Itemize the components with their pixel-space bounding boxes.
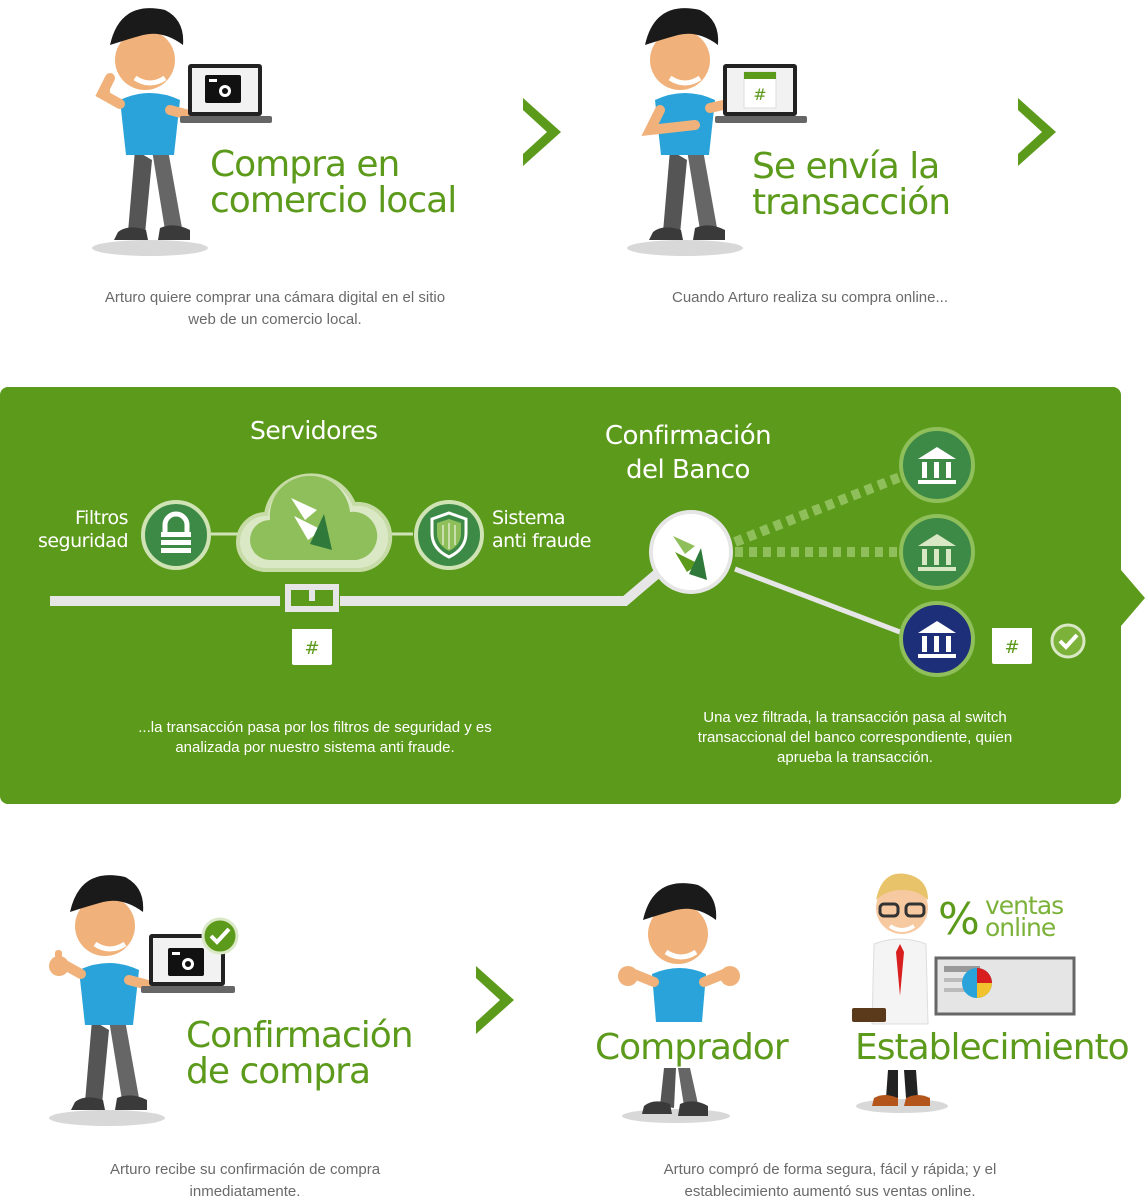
process-caption-right: Una vez filtrada, la transacción pasa al…: [697, 709, 1013, 766]
step2-title: Se envía la transacción: [752, 146, 951, 223]
panel-arrow-icon: [1121, 570, 1145, 626]
sales-chart-board: [934, 956, 1076, 1016]
padlock-icon: [141, 500, 211, 570]
arturo-with-laptop-illustration: [92, 8, 272, 256]
sales-online-label: ventas online: [985, 891, 1064, 942]
antifraud-label: Sistema anti fraude: [492, 507, 591, 552]
cloud-icon: [236, 473, 393, 572]
hash-document-icon: #: [292, 621, 332, 665]
step2-caption: Cuando Arturo realiza su compra online..…: [672, 289, 948, 306]
camera-icon: [205, 75, 241, 103]
bank-icon-selected: [899, 601, 975, 677]
pie-chart-icon: [962, 968, 992, 998]
process-diagram: [50, 472, 902, 635]
svg-text:#: #: [753, 85, 766, 104]
merchant-label: Establecimiento: [855, 1027, 1130, 1068]
next-arrow-icon: [523, 98, 561, 166]
shield-icon: [414, 500, 484, 570]
servers-label: Servidores: [250, 416, 378, 445]
hash-document-icon: #: [743, 71, 777, 109]
merchant-illustration: [852, 873, 948, 1113]
sales-percent-icon: %: [938, 894, 980, 945]
bank-switch-node: [649, 510, 733, 594]
bank-confirmation-label: Confirmación del Banco: [604, 421, 772, 485]
next-arrow-icon: [476, 966, 514, 1034]
process-caption-left: ...la transacción pasa por los filtros d…: [138, 719, 492, 756]
step4-caption: Arturo compró de forma segura, fácil y r…: [663, 1161, 997, 1200]
svg-text:#: #: [304, 638, 319, 659]
checkmark-icon: [201, 917, 239, 955]
bank-icon: [899, 427, 975, 503]
buyer-label: Comprador: [595, 1027, 789, 1068]
svg-text:#: #: [1004, 637, 1019, 658]
filters-label: Filtros seguridad: [37, 507, 129, 552]
step3-title: Confirmación de compra: [186, 1015, 414, 1092]
hash-document-icon: #: [992, 620, 1032, 664]
buyer-illustration: [618, 883, 740, 1123]
checkmark-icon: [1050, 623, 1086, 659]
bank-icon: [899, 514, 975, 590]
step3-caption: Arturo recibe su confirmación de compra …: [109, 1161, 381, 1200]
transaction-line: [50, 563, 669, 606]
step1-caption: Arturo quiere comprar una cámara digital…: [104, 289, 446, 328]
step1-title: Compra en comercio local: [210, 144, 457, 221]
camera-icon: [168, 948, 204, 976]
next-arrow-icon: [1018, 98, 1056, 166]
